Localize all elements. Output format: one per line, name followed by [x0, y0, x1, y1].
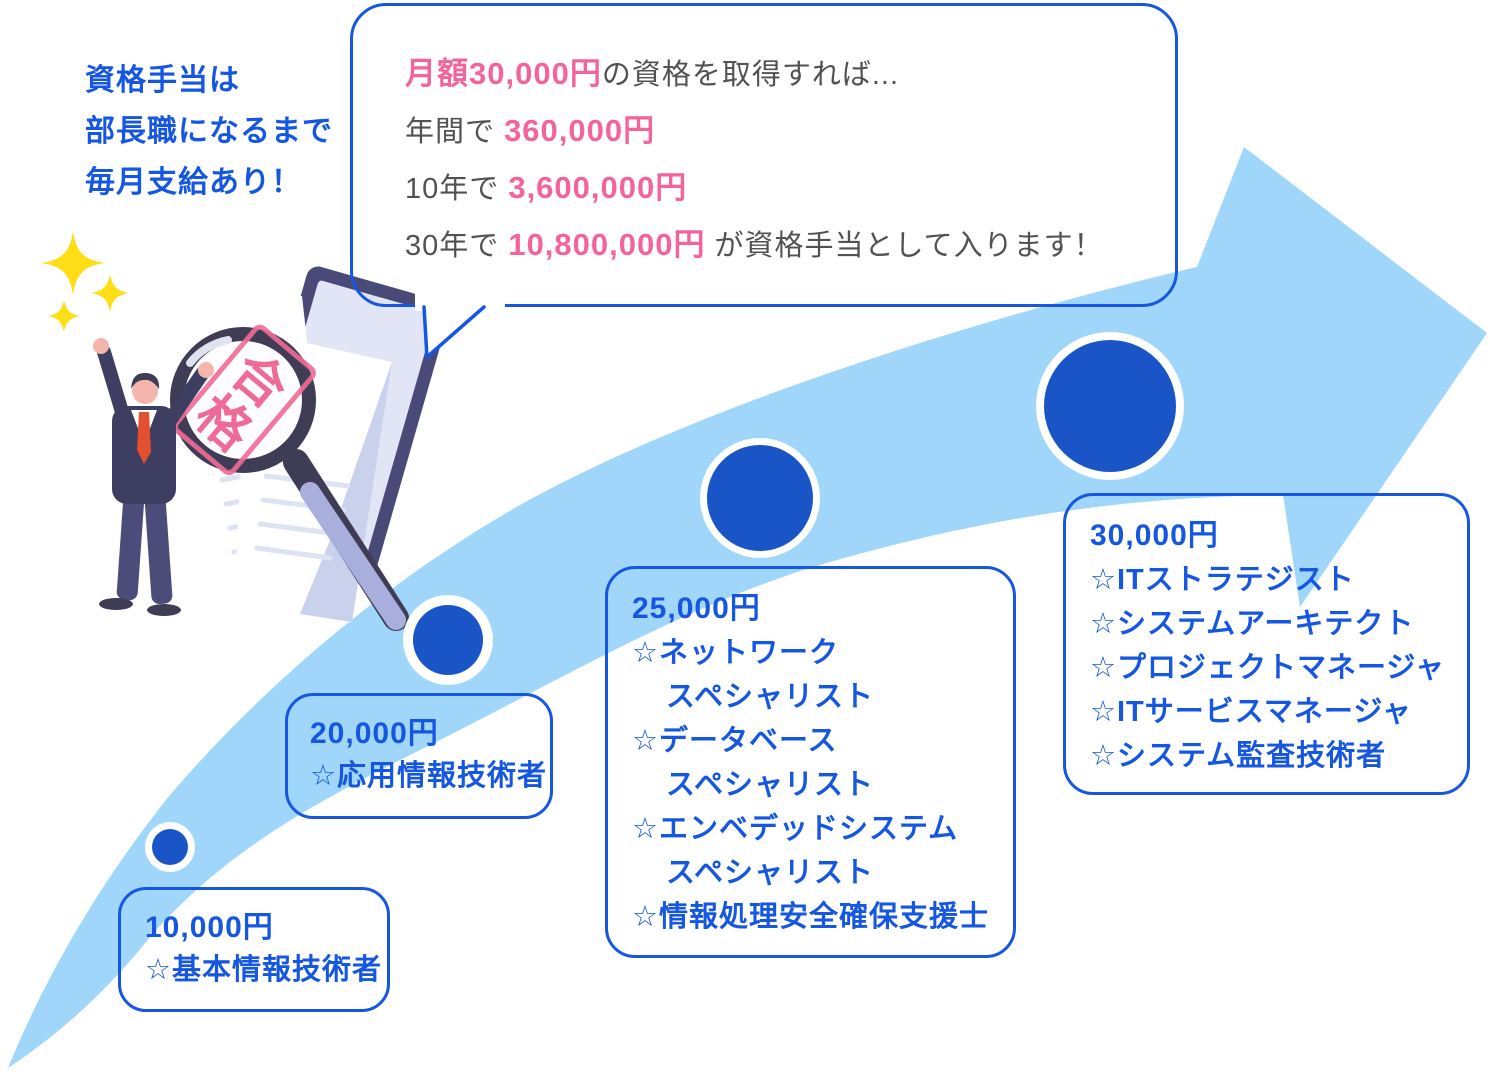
bubble-line-2: 年間で 360,000円: [405, 113, 656, 148]
bubble-line-3: 10年で 3,600,000円: [405, 170, 688, 205]
milestone-circle-1: [145, 822, 195, 872]
qualification-item-wrap: スペシャリスト: [666, 769, 874, 801]
qualification-item: ☆情報処理安全確保支援士: [632, 901, 989, 933]
monthly-amount: 月額30,000円: [405, 56, 602, 91]
qualification-item: ☆ネットワーク: [632, 637, 839, 669]
milestone-amount: 30,000円: [1090, 519, 1219, 552]
milestone-amount: 20,000円: [310, 717, 439, 750]
qualification-item: ☆システムアーキテクト: [1090, 608, 1415, 640]
qualification-item: ☆応用情報技術者: [310, 760, 547, 792]
qualification-item: ☆エンベデッドシステム: [632, 813, 959, 845]
bubble-line-1: 月額30,000円の資格を取得すれば...: [405, 56, 899, 91]
milestone-box-30000: 30,000円 ☆ITストラテジスト ☆システムアーキテクト ☆プロジェクトマネ…: [1063, 493, 1470, 795]
qualification-item: ☆プロジェクトマネージャ: [1090, 652, 1445, 684]
qualification-item: ☆システム監査技術者: [1090, 740, 1387, 772]
qualification-item-wrap: スペシャリスト: [666, 857, 874, 889]
yearly-amount: 360,000円: [504, 113, 656, 148]
ten-year-amount: 3,600,000円: [508, 170, 688, 205]
heading-line-3: 毎月支給あり！: [85, 166, 302, 199]
businessman-illustration: [93, 338, 214, 616]
milestone-circle-3: [700, 438, 820, 558]
qualification-item: ☆基本情報技術者: [145, 954, 382, 986]
milestone-amount: 25,000円: [632, 592, 761, 625]
milestone-box-10000: 10,000円 ☆基本情報技術者: [118, 887, 390, 1012]
qualification-item: ☆ITストラテジスト: [1090, 564, 1355, 596]
bubble-line-4: 30年で 10,800,000円 が資格手当として入ります！: [405, 227, 1104, 262]
speech-bubble: 月額30,000円の資格を取得すれば... 年間で 360,000円 10年で …: [350, 3, 1178, 307]
speech-bubble-tail: [415, 287, 505, 359]
milestone-amount: 10,000円: [145, 911, 274, 944]
milestone-circle-4: [1036, 332, 1184, 480]
qualification-item: ☆データベース: [632, 725, 838, 757]
qualification-item: ☆ITサービスマネージャ: [1090, 696, 1412, 728]
milestone-circle-2: [403, 595, 493, 685]
heading-line-2: 部長職になるまで: [85, 115, 333, 148]
heading-line-1: 資格手当は: [85, 64, 240, 97]
heading: 資格手当は 部長職になるまで 毎月支給あり！: [85, 55, 333, 208]
milestone-box-20000: 20,000円 ☆応用情報技術者: [285, 693, 553, 819]
sparkles-icon: [41, 231, 129, 332]
thirty-year-amount: 10,800,000円: [508, 227, 706, 262]
qualification-item-wrap: スペシャリスト: [666, 681, 874, 713]
milestone-box-25000: 25,000円 ☆ネットワーク スペシャリスト ☆データベース スペシャリスト …: [605, 566, 1016, 958]
pass-stamp: 合 格: [172, 324, 316, 476]
